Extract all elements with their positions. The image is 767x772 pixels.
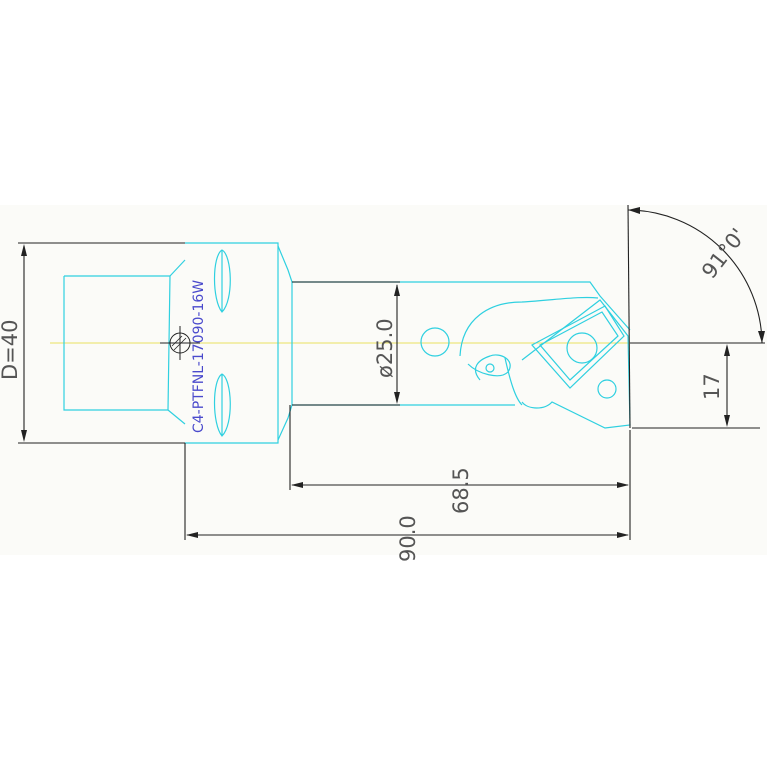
part-label: C4-PTFNL-17090-16W xyxy=(191,280,207,433)
coolant-hole xyxy=(420,327,450,357)
dim-overall-length xyxy=(184,443,629,540)
datum-crosshair xyxy=(160,326,200,360)
dim-reach-text: 68.5 xyxy=(449,467,473,514)
dim-bar-diameter-text: ø25.0 xyxy=(373,318,397,378)
dim-offset-text: 17 xyxy=(700,373,724,400)
dim-bar-diameter xyxy=(292,281,400,406)
shank-body xyxy=(63,242,279,444)
dim-overall-length-text: 90.0 xyxy=(396,515,420,562)
drawing-area xyxy=(0,205,767,555)
dim-holder-diameter-text: D=40 xyxy=(0,320,22,381)
dim-offset xyxy=(630,342,765,429)
clamp-screw xyxy=(597,379,617,399)
dim-holder-diameter xyxy=(18,242,185,444)
dim-reach xyxy=(289,405,631,540)
boring-bar xyxy=(277,245,631,441)
lower-slot xyxy=(213,373,231,437)
dim-lead-angle xyxy=(627,204,765,429)
insert-screw xyxy=(566,332,598,364)
triangular-insert xyxy=(531,305,625,389)
upper-slot xyxy=(213,249,231,313)
insert-head xyxy=(459,296,631,429)
